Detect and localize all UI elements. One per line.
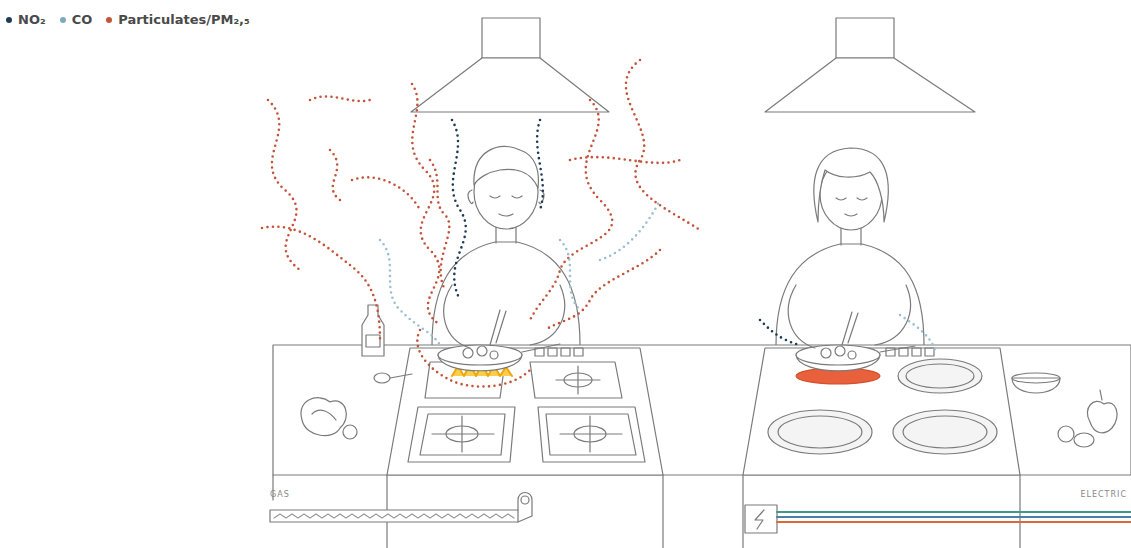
legend-swatch [60, 17, 66, 23]
legend-item: Particulates/PM₂,₅ [106, 12, 250, 27]
arms [444, 285, 911, 348]
legend-text: Particulates/PM₂,₅ [118, 12, 250, 27]
no2-plume [452, 120, 800, 345]
legend: NO₂ CO Particulates/PM₂,₅ [6, 12, 250, 27]
person-gas-cook [432, 146, 580, 345]
legend-swatch [6, 17, 12, 23]
counter [273, 345, 1131, 500]
fuel-label: GAS [270, 490, 290, 499]
co-plume [380, 200, 935, 350]
range-hood [765, 18, 975, 112]
range-hood [411, 18, 609, 112]
ingredients [1012, 373, 1117, 447]
legend-text: NO₂ [18, 12, 46, 27]
electric-cable [745, 505, 1131, 533]
particulate-plume [262, 60, 700, 387]
legend-swatch [106, 17, 112, 23]
gas-pan [438, 344, 560, 376]
legend-text: CO [72, 12, 93, 27]
fuel-label: ELECTRIC [1080, 490, 1127, 499]
ingredients [301, 305, 412, 439]
legend-item: CO [60, 12, 93, 27]
legend-item: NO₂ [6, 12, 46, 27]
electric-pan [796, 345, 915, 384]
person-electric-cook [776, 148, 924, 345]
gas-pipe [270, 493, 532, 523]
